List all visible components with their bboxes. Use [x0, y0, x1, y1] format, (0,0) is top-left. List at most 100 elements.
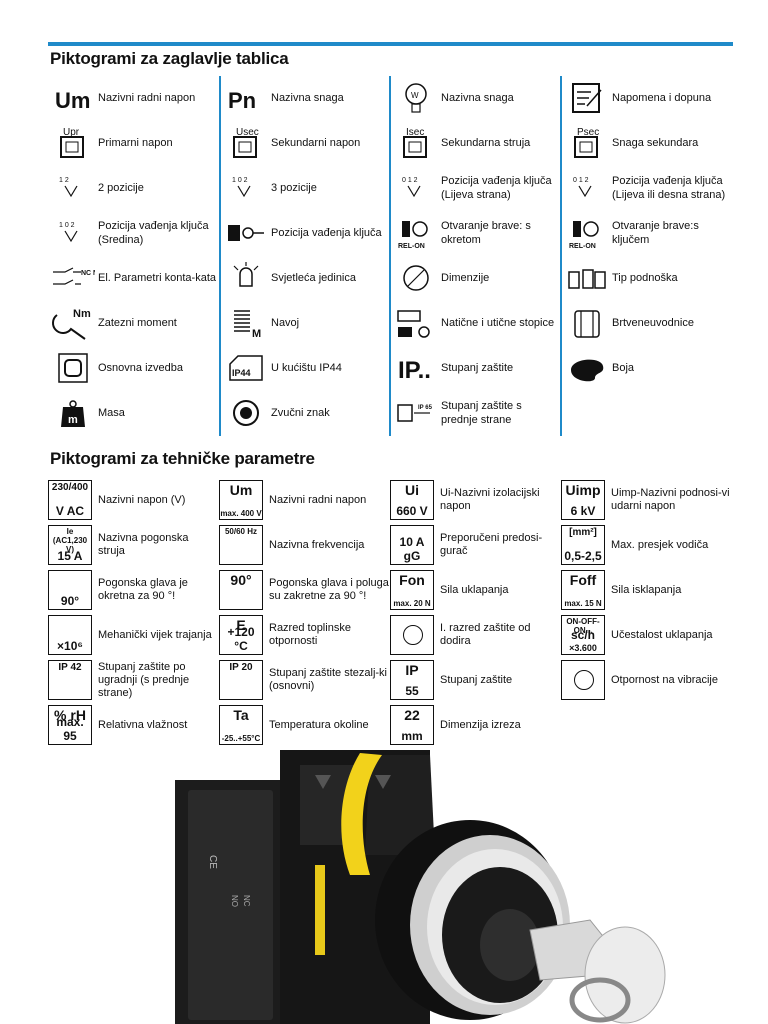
tech-pictogram-row: Uimp 6 kV Uimp-Nazivni podnosi-vi udarni n… [561, 478, 731, 522]
yellow-lever [315, 865, 325, 955]
pictogram-label: Otvaranje brave: s okretom [441, 220, 531, 246]
pictogram-row: Um Nazivni radni napon [48, 76, 216, 120]
tech-pictogram-label: Stupanj zaštite [440, 673, 513, 686]
head-rotate-90-icon: 90° [48, 570, 92, 610]
pictogram-row: Pozicija vađenja ključa [221, 211, 389, 255]
pictogram-label: Boja [612, 362, 635, 374]
ip42-mount-icon: IP 42 [48, 660, 92, 700]
pictogram-symbol [403, 625, 423, 645]
svg-text:Um: Um [55, 88, 90, 113]
svg-text:Isec: Isec [406, 127, 424, 138]
pictogram-label: Dimenzije [441, 272, 490, 284]
tech-pictogram-label: Pogonska glava i poluga su zakretne za 9… [269, 577, 389, 602]
ip44-housing-icon: IP44 [229, 355, 263, 381]
basic-version-icon [58, 353, 88, 383]
weight-icon: m [61, 400, 85, 427]
pictogram-label: Otvaranje brave:s ključem [612, 220, 699, 246]
pictogram-top-text: IP [405, 662, 419, 678]
column-divider [560, 76, 562, 436]
tech-pictogram-label: Max. presjek vodiča [611, 538, 709, 551]
switching-freq-icon: ON-OFF-ON...sc/h×3.600 [561, 615, 605, 655]
frequency-box-icon: 50/60 Hz [219, 525, 263, 565]
contact-nc-no-icon: NC NO [53, 267, 95, 285]
svg-text:IP..: IP.. [398, 357, 431, 384]
pictogram-label: Nazivna snaga [271, 92, 344, 104]
uimp-box-icon: Uimp 6 kV [561, 480, 605, 520]
two-position-icon: 1 2 [59, 177, 78, 198]
svg-text:1 0 2: 1 0 2 [59, 222, 75, 229]
pictogram-top-text: Um [229, 482, 253, 498]
pictogram-row: Osnovna izvedba [48, 346, 216, 390]
section-title-technical: Piktogrami za tehničke parametre [50, 449, 315, 468]
tech-pictogram-label: Razred toplinske otpornosti [269, 622, 351, 647]
pictogram-bottom-text: max. 95 [56, 715, 84, 743]
pictogram-top-text: Uimp [565, 482, 601, 498]
svg-text:W: W [411, 91, 419, 100]
tech-pictogram-label: Sila isklapanja [611, 583, 682, 596]
svg-text:Nm: Nm [73, 308, 91, 320]
tech-pictogram-row: 90°Pogonska glava je okretna za 90 °! [48, 568, 218, 612]
gasket-icon [574, 310, 600, 338]
pictogram-bottom-text: +120 °C [227, 625, 255, 653]
tech-pictogram-label: Nazivna pogonska struja [98, 532, 189, 557]
tech-pictogram-label: Stupanj zaštite stezalj-ki (osnovni) [269, 667, 387, 692]
tech-pictogram-row: Otpornost na vibracije [561, 658, 731, 702]
pictogram-label: Sekundarni napon [271, 137, 361, 149]
svg-text:M: M [252, 328, 261, 340]
tech-pictogram-label: Uimp-Nazivni podnosi-vi udarni napon [611, 487, 730, 512]
pictogram-label: Pozicija vađenja ključa [271, 227, 382, 239]
fuse-icon: 10 A gG [390, 525, 434, 565]
svg-text:REL-ON: REL-ON [569, 243, 596, 250]
pictogram-bottom-text: 0,5-2,5 [564, 549, 602, 563]
front-ip65-icon: IP 65 [397, 404, 433, 422]
contact-no-label: NO [230, 895, 239, 907]
socket-type-icon [568, 269, 606, 289]
pictogram-bottom-text: sc/h [570, 628, 595, 642]
lamp-icon [233, 262, 259, 287]
pictogram-label: Snaga sekundara [612, 137, 699, 149]
pictogram-bottom-text: max. 400 V [220, 509, 262, 518]
tech-pictogram-row: I. razred zaštite od dodira [390, 613, 560, 657]
header-rule [48, 42, 733, 46]
pictogram-row: Tip podnoška [562, 256, 730, 300]
pictogram-icon-cell [562, 303, 612, 343]
pictogram-label: U kućištu IP44 [271, 362, 342, 374]
pictogram-top-text: Ui [405, 482, 419, 498]
pictogram-bottom-text: 6 kV [570, 504, 596, 518]
pictogram-top-text: 90° [230, 572, 252, 588]
pictogram-bottom-text: -25..+55°C [221, 734, 261, 743]
vibration-icon [561, 660, 605, 700]
pictogram-label: Sekundarna struja [441, 137, 531, 149]
pictogram-icon-cell [221, 393, 271, 433]
pictogram-icon-cell [48, 348, 98, 388]
pictogram-bottom-text: 10 A gG [399, 535, 425, 563]
pictogram-top-text: 22 [404, 707, 420, 723]
svg-text:0 1 2: 0 1 2 [573, 177, 589, 184]
pictogram-bottom-text: mm [401, 729, 423, 743]
key-slot [480, 909, 540, 981]
pictogram-icon-cell: Psec [562, 123, 612, 163]
key-switch-photo: CE NO NC [175, 750, 666, 1024]
pictogram-icon-cell [221, 258, 271, 298]
key-bow [584, 926, 666, 1024]
pictogram-label: Nazivni radni napon [98, 92, 196, 104]
pictogram-icon-cell: 0 1 2 [391, 168, 441, 208]
pictogram-label: Svjetleća jedinica [271, 272, 356, 284]
pictogram-icon-cell: 0 1 2 [562, 168, 612, 208]
pictogram-label: Pozicija vađenja ključa (Lijeva ili desn… [612, 175, 726, 201]
pictogram-icon-cell: Um [48, 78, 98, 118]
cable-lug-icon [397, 310, 430, 338]
